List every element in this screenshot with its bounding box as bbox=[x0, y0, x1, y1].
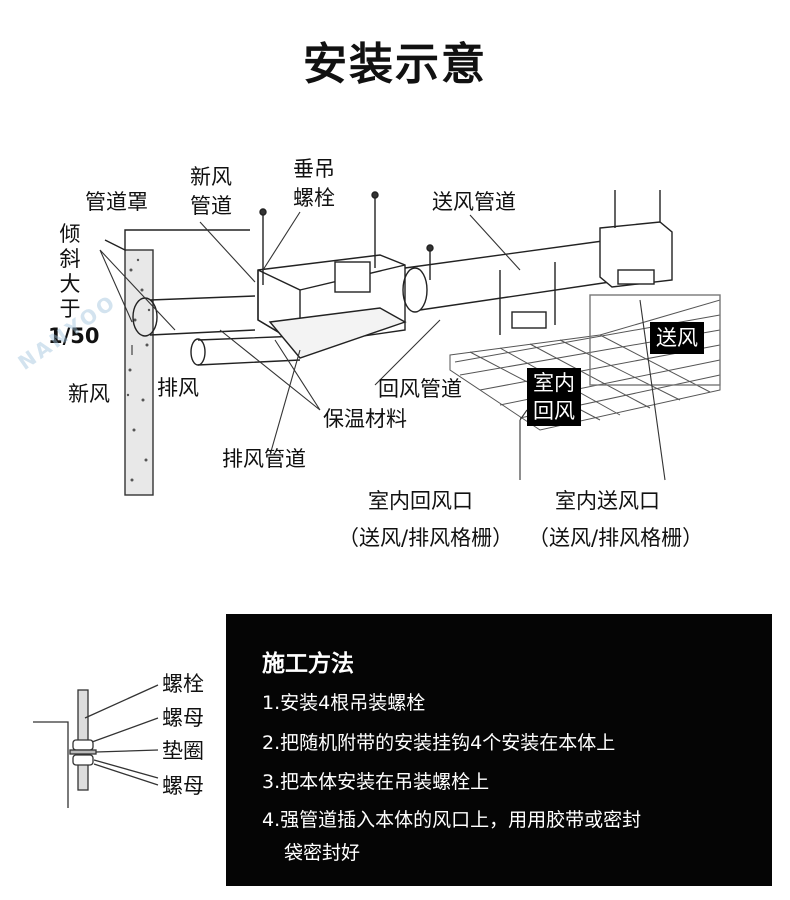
fresh-air-duct-label-line1: 新风 bbox=[190, 165, 232, 189]
installation-diagram bbox=[99, 190, 721, 496]
fresh-air-duct-label-line2: 管道 bbox=[190, 194, 232, 218]
return-duct-label: 回风管道 bbox=[378, 377, 462, 401]
construction-step: 3.把本体安装在吊装螺栓上 bbox=[262, 771, 490, 793]
exhaust-label: 排风 bbox=[157, 376, 199, 400]
slope-char: 于 bbox=[59, 297, 81, 321]
construction-method-panel: 施工方法 1.安装4根吊装螺栓 2.把随机附带的安装挂钩4个安装在本体上 3.把… bbox=[226, 614, 772, 886]
indoor-return-grille-label: （送风/排风格栅） bbox=[338, 526, 514, 550]
slope-char: 大 bbox=[59, 272, 81, 296]
indoor-return-outlet-label: 室内回风口 bbox=[368, 489, 473, 513]
indoor-supply-grille-label: （送风/排风格栅） bbox=[528, 526, 704, 550]
construction-step-continuation: 袋密封好 bbox=[284, 842, 361, 864]
duct-cover-label: 管道罩 bbox=[85, 190, 148, 214]
nut-label: 螺母 bbox=[162, 706, 204, 730]
slope-char: 倾 bbox=[59, 222, 81, 246]
indoor-return-tag: 室内 回风 bbox=[527, 368, 581, 426]
indoor-supply-outlet-label: 室内送风口 bbox=[555, 489, 660, 513]
indoor-return-tag-line2: 回风 bbox=[533, 399, 575, 423]
washer-label: 垫圈 bbox=[162, 739, 204, 763]
slope-char: 斜 bbox=[59, 247, 81, 271]
construction-step: 2.把随机附带的安装挂钩4个安装在本体上 bbox=[262, 732, 616, 754]
supply-air-tag: 送风 bbox=[650, 322, 704, 354]
construction-step: 1.安装4根吊装螺栓 bbox=[262, 692, 426, 714]
insulation-label: 保温材料 bbox=[323, 407, 407, 431]
fresh-air-label: 新风 bbox=[68, 382, 110, 406]
exhaust-duct-label: 排风管道 bbox=[222, 447, 306, 471]
hanging-bolt-label-line2: 螺栓 bbox=[293, 186, 335, 210]
bolt-label: 螺栓 bbox=[162, 672, 204, 696]
supply-duct-label: 送风管道 bbox=[432, 190, 516, 214]
slope-value: 1/50 bbox=[48, 324, 100, 348]
construction-step: 4.强管道插入本体的风口上，用用胶带或密封 bbox=[262, 809, 642, 831]
hanging-bolt-label-line1: 垂吊 bbox=[293, 157, 335, 181]
construction-method-title: 施工方法 bbox=[262, 651, 354, 677]
page-title: 安装示意 bbox=[303, 39, 487, 90]
indoor-return-tag-line1: 室内 bbox=[533, 371, 575, 395]
nut-label-lower: 螺母 bbox=[162, 774, 204, 798]
